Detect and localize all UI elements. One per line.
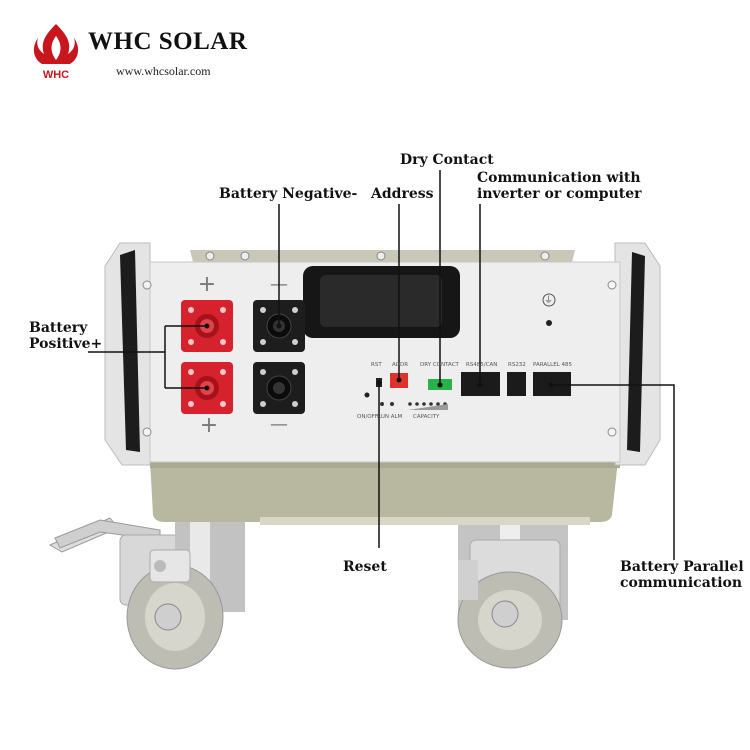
ground-symbol: ⏚	[544, 296, 554, 306]
rs232-label: RS232	[508, 362, 526, 368]
rs485-can-label: RS485/CAN	[466, 362, 498, 368]
alarm-led	[390, 402, 394, 406]
dry-contact-label: DRY CONTACT	[420, 362, 459, 368]
brand-logo: WHC	[28, 20, 84, 82]
callout-parallel-line1: Battery Parallel	[620, 559, 744, 575]
leader-lines	[88, 170, 675, 560]
on-off-label: ON/OFF	[357, 414, 378, 420]
run-alm-label: RUN ALM	[377, 414, 403, 420]
callout-dry-contact: Dry Contact	[400, 152, 494, 168]
parallel-485-label: PARALLEL 485	[533, 362, 573, 368]
callout-communication-line2: inverter or computer	[477, 186, 642, 202]
negative-terminal-bottom[interactable]	[253, 362, 305, 414]
battery-base	[150, 460, 618, 522]
left-caster	[48, 517, 245, 670]
right-caster	[457, 525, 568, 669]
logo-mark-text: WHC	[43, 69, 69, 81]
addr-label: ADDR	[392, 362, 409, 368]
callout-battery-positive-line2: Positive+	[29, 336, 103, 352]
minus-bottom-mark: —	[270, 414, 288, 435]
ground-icon	[542, 293, 556, 307]
plus-top-mark: +	[198, 272, 216, 297]
callout-address: Address	[371, 186, 434, 202]
power-switch[interactable]	[364, 392, 370, 398]
indicator-dot	[546, 320, 552, 326]
callout-reset: Reset	[343, 559, 387, 575]
brand-url: www.whcsolar.com	[116, 64, 211, 78]
callout-battery-negative: Battery Negative-	[219, 186, 358, 202]
callout-communication-line1: Communication with	[477, 170, 641, 186]
callout-battery-positive-line1: Battery	[29, 320, 88, 336]
callout-parallel-line2: communication	[620, 575, 743, 591]
base-foot	[260, 517, 590, 525]
rs232-port[interactable]	[507, 372, 526, 396]
capacity-label: CAPACITY	[413, 414, 440, 420]
plus-bottom-mark: +	[200, 413, 218, 438]
brand-name: WHC SOLAR	[88, 28, 248, 55]
flame-logo-icon: WHC	[33, 24, 79, 81]
rst-label: RST	[371, 362, 382, 368]
run-led	[380, 402, 384, 406]
